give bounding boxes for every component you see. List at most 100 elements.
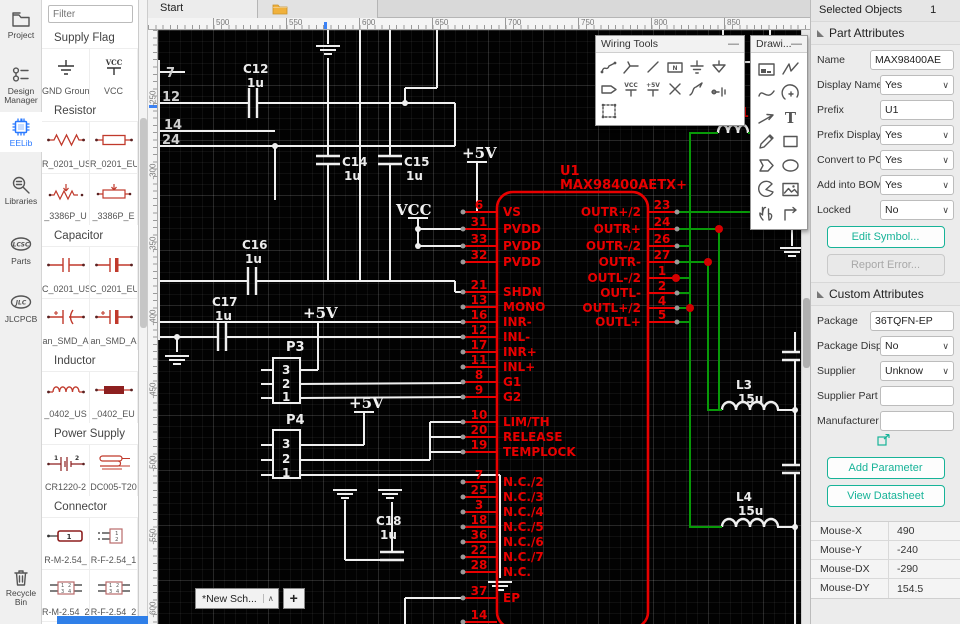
pin-endpoint[interactable] — [460, 364, 466, 370]
arrow-tool[interactable] — [755, 106, 777, 128]
net-label-tool[interactable]: N — [665, 57, 685, 77]
library-item[interactable]: _3386P_E — [90, 173, 138, 225]
attribute-input-package[interactable] — [870, 311, 954, 331]
schematic-label[interactable]: P3 — [286, 340, 305, 355]
schematic-label[interactable]: C14 — [342, 155, 368, 169]
pin-endpoint[interactable] — [674, 290, 680, 296]
library-item[interactable]: C_0201_US — [42, 246, 90, 298]
attribute-input-name[interactable] — [870, 50, 954, 70]
filter-input[interactable] — [48, 5, 133, 23]
schematic-label[interactable]: MAX98400AETX+ — [560, 178, 687, 193]
group-drag-tool[interactable] — [599, 101, 619, 121]
attribute-select-locked[interactable]: No∨ — [880, 200, 954, 220]
schematic-label[interactable]: 15u — [738, 504, 763, 518]
image-tool[interactable] — [779, 178, 801, 200]
pin-endpoint[interactable] — [674, 226, 680, 232]
drawing-tools-header[interactable]: Drawi... — — [751, 36, 807, 53]
wiring-tools-header[interactable]: Wiring Tools — — [596, 36, 744, 53]
inductor-coil[interactable] — [720, 400, 780, 411]
pin-endpoint[interactable] — [460, 619, 466, 624]
schematic-label[interactable]: 1u — [215, 309, 232, 323]
schematic-label[interactable]: P4 — [286, 413, 305, 428]
schematic-label[interactable]: VCC — [395, 201, 432, 219]
vcc-flag-tool[interactable]: VCC — [621, 79, 641, 99]
callout-tool[interactable] — [779, 202, 801, 224]
sidebar-item-design-manager[interactable]: Design Manager — [0, 60, 42, 109]
pencil-tool[interactable] — [755, 130, 777, 152]
edit-symbol-button[interactable]: Edit Symbol... — [826, 226, 945, 248]
report-error-button[interactable]: Report Error... — [826, 254, 945, 276]
sidebar-item-libraries[interactable]: Libraries — [0, 170, 42, 210]
library-section-title[interactable]: Inductor — [42, 350, 138, 371]
pin-endpoint[interactable] — [460, 226, 466, 232]
schematic-label[interactable]: 1u — [380, 528, 397, 542]
library-item[interactable]: R_0201_EU — [90, 121, 138, 173]
part-attributes-header[interactable]: Part Attributes — [811, 21, 960, 45]
schematic-label[interactable]: 1u — [344, 169, 361, 183]
attribute-select-convert-to-pcb[interactable]: Yes∨ — [880, 150, 954, 170]
pin-endpoint[interactable] — [460, 379, 466, 385]
pin-endpoint[interactable] — [460, 509, 466, 515]
schematic-label[interactable]: 15u — [738, 392, 763, 406]
minimize-icon[interactable]: — — [791, 38, 802, 50]
chip-u1-body[interactable] — [495, 190, 650, 624]
library-item[interactable]: R_0201_US — [42, 121, 90, 173]
schematic-label[interactable]: C15 — [404, 155, 430, 169]
green-wire[interactable] — [676, 132, 756, 213]
text-tool[interactable]: T — [779, 106, 801, 128]
schematic-label[interactable]: 1u — [245, 252, 262, 266]
pin-endpoint[interactable] — [674, 319, 680, 325]
v5-flag-tool[interactable]: +5V — [643, 79, 663, 99]
sidebar-item-recycle-bin[interactable]: Recycle Bin — [0, 562, 42, 611]
schematic-label[interactable]: U1 — [560, 164, 580, 179]
bezier-tool[interactable] — [755, 82, 777, 104]
pin-endpoint[interactable] — [460, 304, 466, 310]
schematic-label[interactable]: C16 — [242, 238, 268, 252]
pin-endpoint[interactable] — [460, 243, 466, 249]
pin-endpoint[interactable] — [460, 479, 466, 485]
canvas-attr-tool[interactable] — [755, 58, 777, 80]
pin-endpoint[interactable] — [460, 554, 466, 560]
tab-schematic-folder[interactable] — [258, 0, 378, 18]
sheet-tab-caret-icon[interactable]: ∧ — [262, 594, 278, 603]
ellipse-tool[interactable] — [779, 154, 801, 176]
schematic-label[interactable]: 14 — [164, 118, 182, 133]
schematic-label[interactable]: 12 — [162, 90, 180, 105]
tab-start[interactable]: Start — [148, 0, 258, 18]
library-item[interactable]: GND Ground — [42, 48, 90, 100]
pin-endpoint[interactable] — [460, 259, 466, 265]
pin-endpoint[interactable] — [460, 334, 466, 340]
pin-tool[interactable] — [709, 79, 729, 99]
net-port-tool[interactable] — [599, 79, 619, 99]
attribute-select-display-name[interactable]: Yes∨ — [880, 75, 954, 95]
bus-tool[interactable] — [621, 57, 641, 77]
sidebar-item-eelib[interactable]: EELib — [0, 112, 42, 152]
attribute-input-supplier-part[interactable] — [880, 386, 954, 406]
inductor-coil[interactable] — [720, 517, 780, 528]
schematic-label[interactable]: 3 — [282, 363, 290, 377]
library-section-title[interactable]: Resistor — [42, 100, 138, 121]
polyline-tool[interactable] — [779, 58, 801, 80]
pin-endpoint[interactable] — [674, 209, 680, 215]
pen-wire-tool[interactable] — [687, 79, 707, 99]
schematic-label[interactable]: +5V — [462, 144, 497, 162]
pin-endpoint[interactable] — [674, 243, 680, 249]
add-sheet-button[interactable]: + — [282, 588, 305, 609]
pin-endpoint[interactable] — [460, 569, 466, 575]
schematic-label[interactable]: C17 — [212, 295, 238, 309]
pin-endpoint[interactable] — [460, 539, 466, 545]
library-item[interactable]: an_SMD_A — [90, 298, 138, 350]
attribute-select-supplier[interactable]: Unknow∨ — [880, 361, 954, 381]
schematic-label[interactable]: +5V — [349, 394, 384, 412]
library-item[interactable]: an_SMD_A — [42, 298, 90, 350]
pin-endpoint[interactable] — [674, 259, 680, 265]
sheet-tab-new-schematic[interactable]: *New Sch... ∧ — [195, 588, 279, 609]
ground-tool[interactable] — [687, 57, 707, 77]
wire[interactable] — [299, 382, 465, 385]
